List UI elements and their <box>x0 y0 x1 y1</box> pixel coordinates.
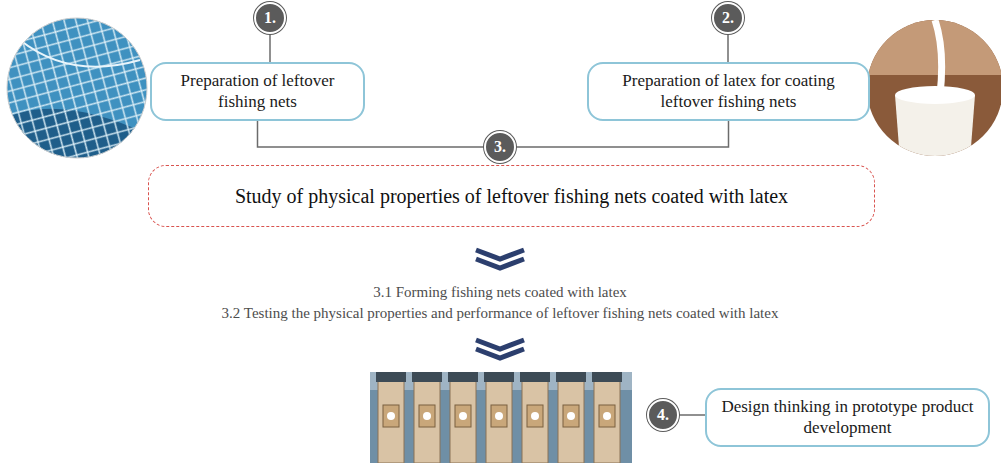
fishing-net-photo <box>0 10 160 170</box>
specimen-photo <box>370 372 632 463</box>
node-text: Design thinking in prototype product dev… <box>721 396 974 439</box>
callout-number: 2. <box>712 2 744 34</box>
connector-line <box>679 415 705 416</box>
step-label: 3.2 Testing the physical properties and … <box>219 305 782 322</box>
connector-line <box>270 34 271 62</box>
callout-text: 3. <box>494 138 506 156</box>
callout-number: 1. <box>254 2 286 34</box>
study-box: Study of physical properties of leftover… <box>148 165 875 227</box>
latex-photo <box>860 15 1001 165</box>
node-text: Study of physical properties of leftover… <box>235 185 788 208</box>
process-box: Preparation of leftover fishing nets <box>150 62 365 121</box>
connector-line <box>728 34 729 62</box>
node-text: Preparation of leftover fishing nets <box>166 70 349 113</box>
connector-line <box>258 121 485 148</box>
callout-text: 2. <box>722 9 734 27</box>
callout-number: 3. <box>484 131 516 163</box>
node-text: Preparation of latex for coating leftove… <box>603 70 854 113</box>
chevron-arrow <box>476 250 524 358</box>
connector-line <box>516 121 729 148</box>
step-label: 3.1 Forming fishing nets coated with lat… <box>370 284 630 301</box>
callout-text: 4. <box>657 406 669 424</box>
process-box: Preparation of latex for coating leftove… <box>587 62 870 121</box>
callout-text: 1. <box>264 9 276 27</box>
process-box: Design thinking in prototype product dev… <box>705 388 990 447</box>
callout-number: 4. <box>647 399 679 431</box>
